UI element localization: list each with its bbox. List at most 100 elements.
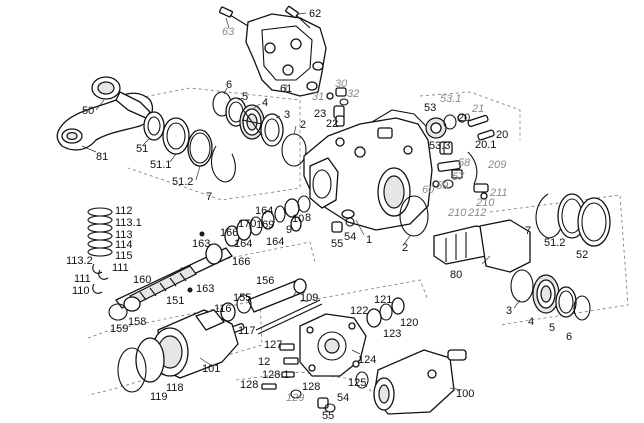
label-158: 158 — [128, 316, 146, 328]
label-62: 62 — [309, 8, 321, 20]
label-210b: 210 — [447, 207, 467, 219]
label-164c: 164 — [266, 236, 284, 248]
washer-59 — [442, 179, 454, 189]
label-12: 12 — [258, 356, 270, 368]
label-53: 53 — [424, 102, 436, 114]
label-20a: 20 — [458, 112, 470, 124]
snap-ring-7a — [211, 145, 236, 183]
label-54a: 54 — [344, 231, 356, 243]
label-118: 118 — [166, 382, 184, 394]
clip-110 — [92, 283, 103, 294]
label-209: 209 — [487, 159, 506, 171]
bolt-20 — [467, 114, 489, 128]
label-166b: 166 — [232, 256, 250, 268]
seal-51-1 — [162, 117, 190, 155]
seal-51-2 — [187, 129, 213, 167]
cover-52 — [577, 197, 611, 247]
label-10: 10 — [292, 213, 304, 225]
label-6b: 6 — [566, 331, 572, 343]
sector-shaft-80 — [433, 219, 531, 273]
label-166a: 166 — [220, 227, 238, 239]
ring-3b — [510, 269, 534, 303]
piston-156 — [247, 278, 307, 313]
ring-129 — [290, 389, 302, 399]
label-31: 31 — [312, 91, 324, 103]
label-119: 119 — [150, 391, 168, 403]
ring-118 — [135, 337, 165, 383]
label-116: 116 — [214, 303, 232, 315]
ring-3a — [260, 113, 284, 147]
label-3b: 3 — [506, 305, 512, 317]
seal-51 — [143, 111, 165, 141]
label-155: 155 — [233, 292, 251, 304]
label-6a: 6 — [226, 79, 232, 91]
label-160: 160 — [133, 274, 151, 286]
label-51-2: 51.2 — [172, 176, 193, 188]
label-121: 121 — [374, 294, 392, 306]
steering-housing — [303, 109, 433, 231]
label-128-1: 128.1 — [262, 369, 290, 381]
label-100: 100 — [456, 388, 474, 400]
label-63: 63 — [222, 26, 235, 38]
label-58: 58 — [458, 157, 471, 169]
label-51-1: 51.1 — [150, 159, 171, 171]
pump-100 — [373, 349, 467, 415]
label-170: 170 — [238, 218, 256, 230]
screw-31 — [326, 92, 334, 100]
label-124: 124 — [358, 354, 376, 366]
label-4a: 4 — [262, 97, 268, 109]
label-164b: 164 — [234, 238, 252, 250]
rings-158-159 — [108, 296, 141, 321]
label-30: 30 — [335, 78, 348, 90]
o-ring-2a — [281, 133, 307, 167]
fitting-58 — [437, 160, 461, 172]
label-81: 81 — [96, 151, 108, 163]
label-3a: 3 — [284, 109, 290, 121]
label-5b: 5 — [549, 322, 555, 334]
label-80: 80 — [450, 269, 462, 281]
label-111b: 111 — [74, 273, 91, 285]
bolt-63 — [218, 6, 249, 27]
label-151: 151 — [166, 295, 184, 307]
valve-22 — [335, 115, 345, 127]
rings-112-115 — [87, 207, 113, 257]
label-57: 57 — [452, 171, 465, 183]
label-122: 122 — [350, 305, 368, 317]
plugs-55-54-bottom — [317, 397, 336, 413]
label-23: 23 — [314, 108, 326, 120]
ring-6b — [573, 295, 591, 321]
label-2b: 2 — [402, 242, 408, 254]
label-7b: 7 — [525, 225, 531, 237]
label-8: 8 — [305, 212, 311, 224]
steering-shaft-151-160 — [115, 243, 233, 309]
label-113: 113 — [115, 229, 133, 241]
label-115: 115 — [115, 250, 133, 262]
label-20b: 20 — [496, 129, 508, 141]
label-61: 61 — [280, 83, 292, 95]
rings-120-123 — [366, 297, 405, 328]
label-211: 211 — [489, 187, 508, 199]
label-169: 169 — [256, 219, 274, 231]
fitting-210-211 — [473, 183, 489, 200]
label-54b: 54 — [337, 392, 349, 404]
label-128b: 128 — [302, 381, 320, 393]
flange-124 — [299, 313, 367, 377]
part-labels: 62 63 61 50 81 51 51.1 51.2 7 6 5 4 3 2 … — [66, 8, 588, 422]
balls-163 — [187, 231, 205, 293]
ring-125 — [355, 371, 369, 389]
label-1: 1 — [366, 234, 372, 246]
label-113-1: 113.1 — [115, 217, 142, 229]
o-ring-2b — [399, 195, 429, 237]
label-21: 21 — [471, 103, 484, 115]
bolt-20-1 — [477, 129, 495, 141]
bearing-4a — [239, 104, 265, 140]
label-50: 50 — [82, 105, 94, 117]
clip-111 — [92, 263, 109, 280]
washer-21 — [457, 113, 467, 123]
label-53-3: 53.3 — [429, 140, 450, 152]
label-120: 120 — [400, 317, 418, 329]
plug-30 — [335, 87, 347, 97]
cylinder-101 — [151, 309, 239, 379]
label-164a: 164 — [255, 205, 273, 217]
